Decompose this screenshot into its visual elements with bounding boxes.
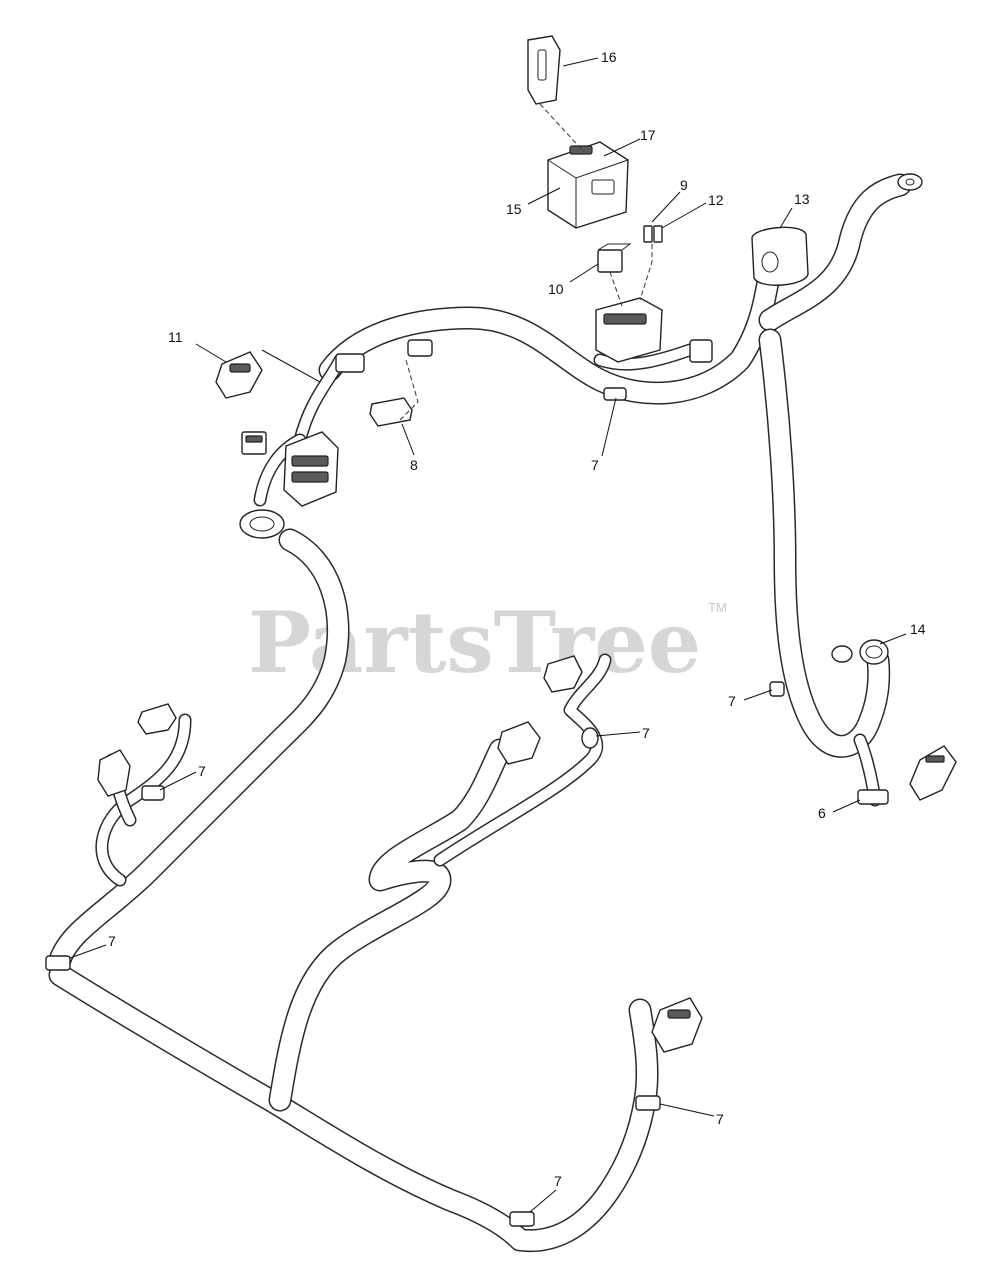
callout-9: 9 [680, 177, 688, 193]
connector-left-lower-a [137, 703, 177, 735]
connector-part-6 [909, 745, 957, 801]
clamp-bottom-right [635, 1095, 661, 1111]
clamp-bottom [509, 1211, 535, 1227]
watermark-trademark: TM [708, 600, 727, 615]
callout-6: 6 [818, 805, 826, 821]
callout-7-center: 7 [642, 725, 650, 741]
callout-7-far-left: 7 [108, 933, 116, 949]
connector-arc-c [689, 339, 713, 363]
callout-15: 15 [506, 201, 522, 217]
callout-7-arc: 7 [591, 457, 599, 473]
relay-part-10 [597, 243, 632, 273]
callout-labels: 16 17 15 9 12 13 10 11 8 7 14 7 7 7 6 7 … [108, 49, 926, 1189]
callout-14: 14 [910, 621, 926, 637]
clamp-left [45, 955, 71, 971]
clamp-part-6 [857, 789, 889, 805]
module-part-15-17 [547, 141, 629, 229]
connector-left-upper [241, 431, 267, 455]
components [45, 35, 957, 1227]
terminal-cap-part-14 [831, 639, 889, 665]
connector-center-a [497, 721, 541, 765]
assembly-dashes [261, 103, 653, 421]
connector-part-11 [215, 351, 263, 399]
callout-13: 13 [794, 191, 810, 207]
clamp-right-trunk [769, 681, 785, 697]
callout-11: 11 [168, 329, 183, 345]
clamp-left-upper [141, 785, 165, 801]
terminal-part-8 [369, 397, 413, 427]
callout-12: 12 [708, 192, 724, 208]
callout-8: 8 [410, 457, 418, 473]
callout-leaders [69, 57, 907, 1213]
connector-arc-b [407, 339, 433, 357]
connector-left-lower-b [97, 749, 131, 797]
harness-main [48, 173, 912, 1253]
watermark-text: PartsTree [248, 593, 701, 692]
callout-7-bottom: 7 [554, 1173, 562, 1189]
main-connector-left [283, 431, 339, 507]
terminal-center [581, 727, 599, 749]
grommet-left [239, 509, 285, 539]
connector-bottom-right [651, 997, 703, 1053]
callout-17: 17 [640, 127, 656, 143]
connector-center-b [543, 655, 583, 693]
callout-7-left: 7 [198, 763, 206, 779]
callout-7-bottom-right: 7 [716, 1111, 724, 1127]
callout-10: 10 [548, 281, 564, 297]
bracket-part-16 [527, 35, 561, 105]
boot-part-13 [751, 226, 809, 286]
connector-arc-a [335, 353, 365, 373]
fuse-block [595, 297, 663, 363]
clamp-arc [603, 387, 627, 401]
ring-terminal-top [897, 173, 923, 191]
callout-16: 16 [601, 49, 617, 65]
callout-7-right: 7 [728, 693, 736, 709]
fuse-part-9-12 [643, 225, 663, 243]
